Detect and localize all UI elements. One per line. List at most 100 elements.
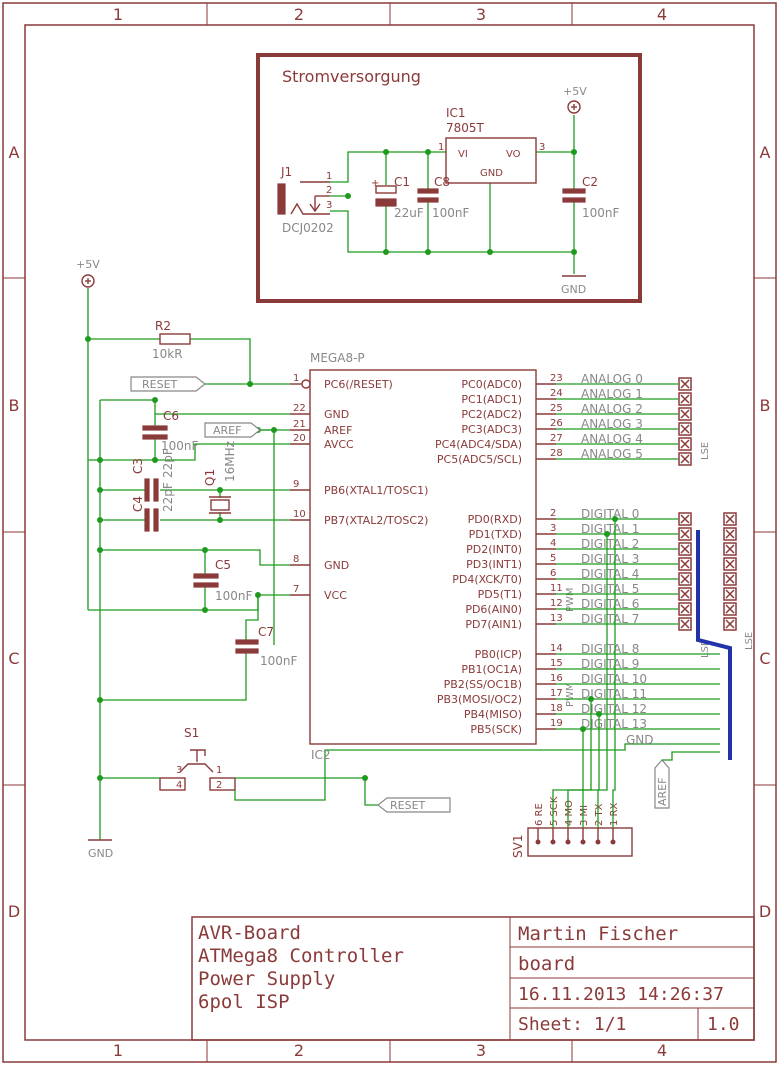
j1-pin-3: 3: [326, 200, 332, 211]
frame-col-2-bottom: 2: [294, 1041, 304, 1060]
frame-row-b-right: B: [760, 396, 771, 415]
j1-pin-1: 1: [326, 171, 332, 182]
bus-line: [696, 530, 732, 760]
power-vcc-label: +5V: [563, 85, 587, 98]
mcu-right-pin-num: 27: [550, 433, 563, 444]
mcu-right-pin-num: 13: [550, 613, 563, 624]
net-label: ANALOG 0: [581, 372, 643, 386]
frame-row-d-left: D: [8, 902, 20, 921]
c5-value: 100nF: [215, 589, 253, 603]
ic1-vo: VO: [506, 149, 521, 160]
net-label: DIGITAL 11: [581, 687, 647, 701]
drawing-name: board: [518, 953, 575, 975]
title-line-4: 6pol ISP: [198, 991, 290, 1013]
c3-label: C3: [131, 458, 145, 474]
crystal-q1: Q1 16MHz: [203, 441, 237, 520]
mcu-right-pin-num: 19: [550, 718, 563, 729]
mcu-right-pin-num: 15: [550, 658, 563, 669]
c2-label: C2: [582, 175, 598, 189]
net-label: DIGITAL 1: [581, 522, 639, 536]
net-label: DIGITAL 3: [581, 552, 639, 566]
mcu-right-pin-num: 26: [550, 418, 563, 429]
mcu-right-pin-label: PB5(SCK): [470, 723, 522, 736]
sheet-number: Sheet: 1/1: [518, 1014, 626, 1035]
capacitor-c3: C3 22pF: [131, 448, 175, 502]
c1-label: C1: [394, 175, 410, 189]
j1-label: J1: [280, 165, 292, 179]
net-label: DIGITAL 5: [581, 582, 639, 596]
c8-value: 100nF: [432, 206, 470, 220]
author: Martin Fischer: [518, 923, 678, 945]
net-label: DIGITAL 13: [581, 717, 647, 731]
frame-row-d-right: D: [759, 902, 771, 921]
mcu-left-pin-label: VCC: [324, 589, 347, 602]
mcu-right-pin-label: PC4(ADC4/SDA): [435, 438, 522, 451]
isp-pin-label: 3 MI: [579, 805, 590, 826]
isp-pin-label: 4 MO: [564, 800, 575, 826]
mcu-right-pin-label: PB0(ICP): [475, 648, 522, 661]
isp-junction: [580, 726, 586, 732]
left-vcc-label: +5V: [76, 258, 100, 271]
c1-value: 22uF: [394, 206, 424, 220]
header-pin-2: [723, 527, 737, 541]
mcu-right-pin-num: 24: [550, 388, 563, 399]
s1-label: S1: [184, 726, 199, 740]
isp-pin-label: 1 RX: [609, 803, 620, 826]
capacitor-c8: C8 100nF: [417, 175, 470, 220]
mcu-right-pin-num: 11: [550, 583, 563, 594]
resistor-r2: R2 10kR: [152, 319, 191, 361]
s1-pin-2: 2: [216, 780, 222, 791]
c2-value: 100nF: [582, 206, 620, 220]
drawing-date: 16.11.2013 14:26:37: [518, 984, 724, 1005]
ic1-vi: VI: [458, 149, 468, 160]
revision: 1.0: [707, 1014, 740, 1035]
mcu-left-pin-num: 20: [293, 433, 306, 444]
reset-net-flag-left: RESET: [130, 376, 206, 392]
r2-label: R2: [155, 319, 171, 333]
frame-col-4-bottom: 4: [657, 1041, 667, 1060]
vcc-symbol-left: +5V: [76, 258, 100, 288]
mcu-right-pin-num: 3: [550, 523, 556, 534]
sv1-label: SV1: [511, 835, 525, 858]
title-line-2: ATMega8 Controller: [198, 945, 404, 967]
mcu-right-pin-label: PD7(AIN1): [465, 618, 522, 631]
header-pin-2: [723, 512, 737, 526]
reset-net-flag-bottom: RESET: [377, 797, 451, 813]
isp-junction: [604, 531, 610, 537]
mcu-left-pin-label: GND: [324, 408, 349, 421]
c4-label: C4: [131, 496, 145, 512]
c6-value: 100nF: [161, 439, 199, 453]
j1-pin-2: 2: [326, 185, 332, 196]
mcu-right-pin-num: 28: [550, 448, 563, 459]
ic1-label: IC1: [446, 106, 466, 120]
net-label: DIGITAL 7: [581, 612, 639, 626]
isp-junction: [612, 516, 618, 522]
header-pin-2: [723, 557, 737, 571]
q1-label: Q1: [203, 469, 217, 486]
mcu-right-pin-label: PB3(MOSI/OC2): [437, 693, 522, 706]
mcu-right-pin-num: 4: [550, 538, 556, 549]
mcu-right-pin-label: PD5(T1): [478, 588, 522, 601]
lse-analog-label: LSE: [700, 442, 711, 460]
header-pin: [678, 557, 692, 571]
mcu-left-pin-num: 9: [293, 479, 299, 490]
net-label: DIGITAL 8: [581, 642, 639, 656]
mcu-right-pin-label: PD4(XCK/T0): [452, 573, 522, 586]
mcu-left-pin-label: GND: [324, 559, 349, 572]
mcu-left-pin-num: 1: [293, 373, 299, 384]
header-pin-2: [723, 542, 737, 556]
mcu-right-pin-label: PD1(TXD): [469, 528, 522, 541]
capacitor-c4: C4 22pF: [131, 482, 175, 532]
isp-wire: [582, 714, 600, 828]
s1-pin-3: 3: [176, 765, 182, 776]
c3-value: 22pF: [161, 448, 175, 478]
header-pin: [678, 542, 692, 556]
mcu-left-pin-num: 8: [293, 554, 299, 565]
power-gnd-label: GND: [561, 283, 586, 296]
mcu-right-pin-label: PD0(RXD): [468, 513, 522, 526]
header-pin: [678, 422, 692, 436]
frame-col-3-bottom: 3: [476, 1041, 486, 1060]
